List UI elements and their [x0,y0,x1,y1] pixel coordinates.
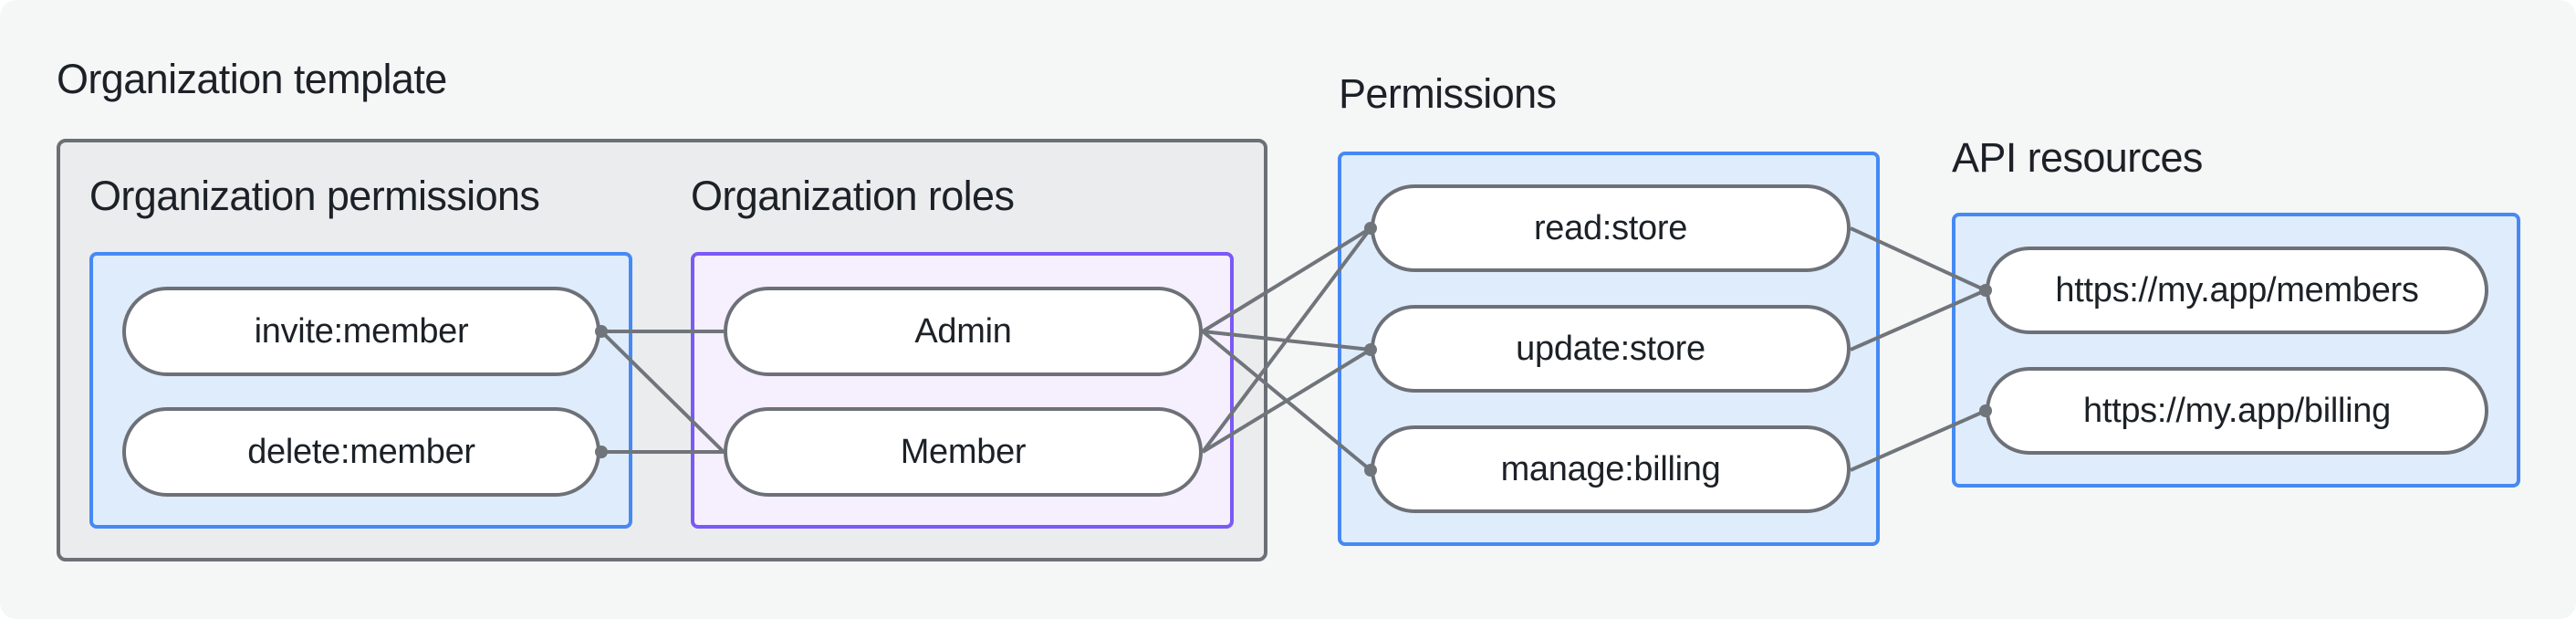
pill-label-update-store: update:store [1516,329,1705,368]
pill-label-manage-billing: manage:billing [1500,449,1721,488]
pill-label-billing-resource: https://my.app/billing [2083,391,2391,430]
pill-delete-member: delete:member [122,407,600,497]
pill-update-store: update:store [1371,305,1851,393]
pill-read-store: read:store [1371,184,1851,272]
org-roles-title: Organization roles [691,173,1015,219]
pill-label-admin-role: Admin [914,311,1012,351]
pill-label-delete-member: delete:member [247,432,475,471]
pill-label-read-store: read:store [1533,208,1688,247]
pill-member-role: Member [724,407,1203,497]
api-resources-title: API resources [1952,134,2203,181]
pill-members-resource: https://my.app/members [1986,247,2488,334]
org-permissions-title: Organization permissions [89,173,540,219]
pill-admin-role: Admin [724,287,1203,376]
pill-label-member-role: Member [900,432,1027,471]
org-template-title: Organization template [57,56,447,102]
permissions-title: Permissions [1339,70,1557,117]
pill-manage-billing: manage:billing [1371,425,1851,513]
pill-invite-member: invite:member [122,287,600,376]
pill-label-members-resource: https://my.app/members [2055,270,2419,310]
pill-billing-resource: https://my.app/billing [1986,367,2488,455]
pill-label-invite-member: invite:member [254,311,469,351]
